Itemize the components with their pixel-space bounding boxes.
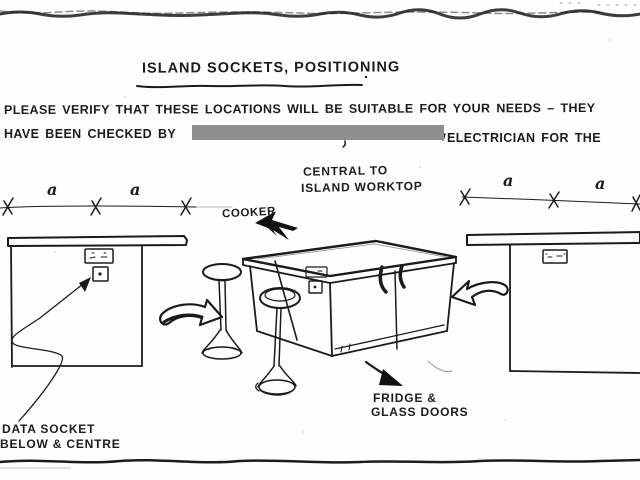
- data-socket-leader-line: [11, 277, 91, 422]
- dimension-label-a-3: a: [503, 171, 514, 190]
- scan-line-bottom: [0, 458, 640, 469]
- data-socket-left-worktop: [92, 266, 109, 282]
- dimension-line-left: [0, 197, 233, 216]
- dimension-line-right: [459, 188, 640, 212]
- double-socket-left-worktop: [84, 248, 114, 264]
- curved-arrow-pointing-left: [450, 279, 509, 307]
- left-worktop: [7, 235, 188, 422]
- double-socket-right-worktop: [542, 249, 568, 264]
- data-socket-label-line-2: BELOW & CENTRE: [0, 437, 121, 451]
- right-worktop: [466, 231, 640, 374]
- curved-arrow-pointing-right: [159, 298, 224, 327]
- island-door-divider: [394, 270, 398, 350]
- fridge-arrow: [364, 360, 403, 386]
- cooker-arrow: [255, 211, 298, 240]
- central-label-line-2: ISLAND WORKTOP: [300, 178, 423, 196]
- page-title-period: .: [363, 65, 370, 83]
- dimension-label-a-1: a: [47, 180, 58, 199]
- fridge-label-line-2: GLASS DOORS: [371, 405, 469, 419]
- note-line-1: PLEASE VERIFY THAT THESE LOCATIONS WILL …: [3, 100, 596, 118]
- note-line-2-suffix: ELECTRICIAN FOR THE: [447, 131, 601, 145]
- bar-stool-front: [255, 287, 301, 396]
- page-title: ISLAND SOCKETS, POSITIONING: [141, 59, 401, 77]
- island-socket-under-overhang: [305, 266, 328, 278]
- island-worktop-top: [241, 239, 458, 278]
- island-door-handle-right: [398, 264, 406, 289]
- redaction-box: [192, 125, 444, 140]
- island-unit: [241, 239, 458, 372]
- island-socket: [308, 280, 323, 294]
- dimension-label-a-2: a: [130, 180, 141, 199]
- dimension-label-a-4: a: [595, 174, 606, 193]
- note-line-2-prefix: HAVE BEEN CHECKED BY: [4, 127, 177, 141]
- bar-stool-left: [201, 263, 243, 360]
- title-underline: [136, 83, 363, 89]
- fridge-label-line-1: FRIDGE &: [373, 391, 437, 405]
- paper-specks: [54, 39, 611, 433]
- island-door-handle-left: [378, 265, 388, 294]
- scan-band-top: [0, 2, 640, 20]
- central-label-line-1: CENTRAL TO: [302, 163, 389, 179]
- data-socket-label-line-1: DATA SOCKET: [2, 422, 96, 436]
